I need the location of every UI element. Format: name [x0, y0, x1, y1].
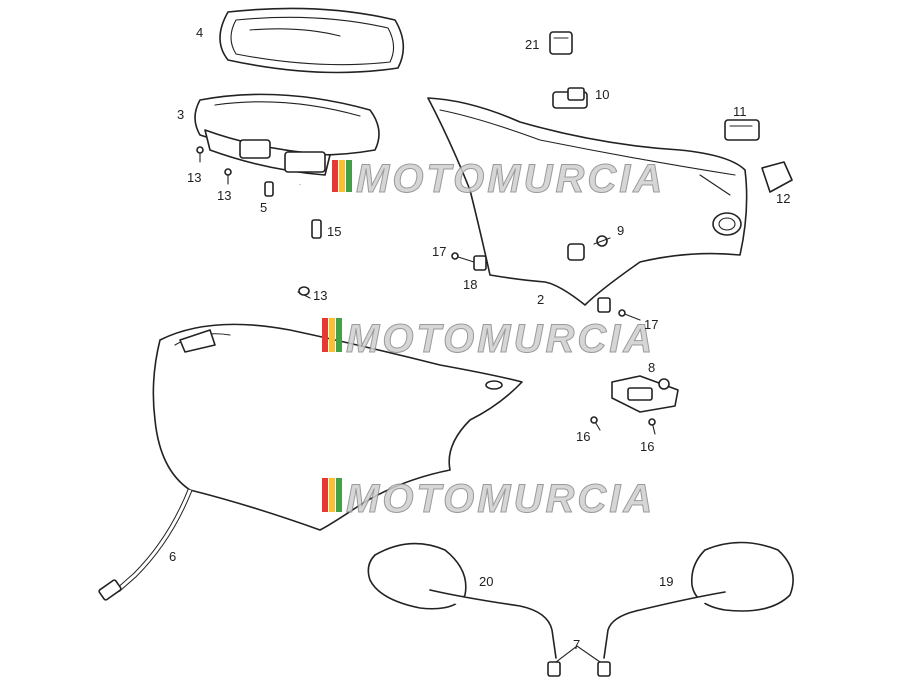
part-15-bulb [311, 219, 322, 239]
callout-13-c: 13 [313, 288, 327, 303]
callout-17-b: 17 [644, 317, 658, 332]
part-3-instrument-cluster [194, 93, 380, 176]
callout-16-b: 16 [640, 439, 654, 454]
part-21-switch [549, 31, 573, 55]
callout-2: 2 [537, 292, 544, 307]
part-11-switch [724, 119, 760, 141]
part-5-bulb [264, 181, 274, 197]
callout-8: 8 [648, 360, 655, 375]
part-20-left-mirror [367, 542, 561, 677]
part-bracket [597, 297, 611, 313]
callout-9: 9 [617, 223, 624, 238]
handlebar-front-cover [152, 323, 523, 531]
callout-16-a: 16 [576, 429, 590, 444]
callout-19: 19 [659, 574, 673, 589]
callout-12: 12 [776, 191, 790, 206]
svg-text:MOTOMURCIA: MOTOMURCIA [346, 477, 655, 521]
svg-text:MOTOMURCIA: MOTOMURCIA [356, 157, 665, 201]
part-10-connector [552, 87, 588, 109]
callout-5: 5 [260, 200, 267, 215]
callout-11: 11 [733, 104, 747, 119]
callout-15: 15 [327, 224, 341, 239]
part-4-lens-cover [219, 7, 405, 74]
callout-3: 3 [177, 107, 184, 122]
svg-text:MOTOMURCIA: MOTOMURCIA [346, 317, 655, 361]
callout-7: 7 [573, 637, 580, 652]
part-2-rear-cover [427, 97, 748, 306]
callout-4: 4 [196, 25, 203, 40]
part-8-switch-block [611, 375, 679, 413]
part-6-cable [98, 489, 193, 601]
part-13-screws [196, 146, 311, 299]
part-12-switch [761, 161, 793, 193]
watermark-3: MOTOMURCIA [322, 477, 655, 522]
part-19-right-mirror [597, 541, 794, 677]
callout-17-a: 17 [432, 244, 446, 259]
part-18-clip [473, 255, 487, 271]
callout-13-b: 13 [217, 188, 231, 203]
callout-6: 6 [169, 549, 176, 564]
watermark-1: MOTOMURCIA [332, 157, 665, 202]
part-17-screw-a [451, 252, 475, 263]
part-9-screw [593, 235, 611, 247]
callout-18: 18 [463, 277, 477, 292]
callout-21: 21 [525, 37, 539, 52]
part-16-screws [590, 416, 656, 435]
callout-10: 10 [595, 87, 609, 102]
cluster-cable-inner [246, 184, 302, 326]
watermark-2: MOTOMURCIA [322, 317, 655, 362]
part-17-screw-b [618, 309, 641, 321]
callout-20: 20 [479, 574, 493, 589]
callout-labels: 4 3 13 13 5 15 13 6 21 10 11 12 9 17 18 … [169, 25, 790, 652]
callout-13-a: 13 [187, 170, 201, 185]
callout-7-leader [555, 645, 601, 663]
